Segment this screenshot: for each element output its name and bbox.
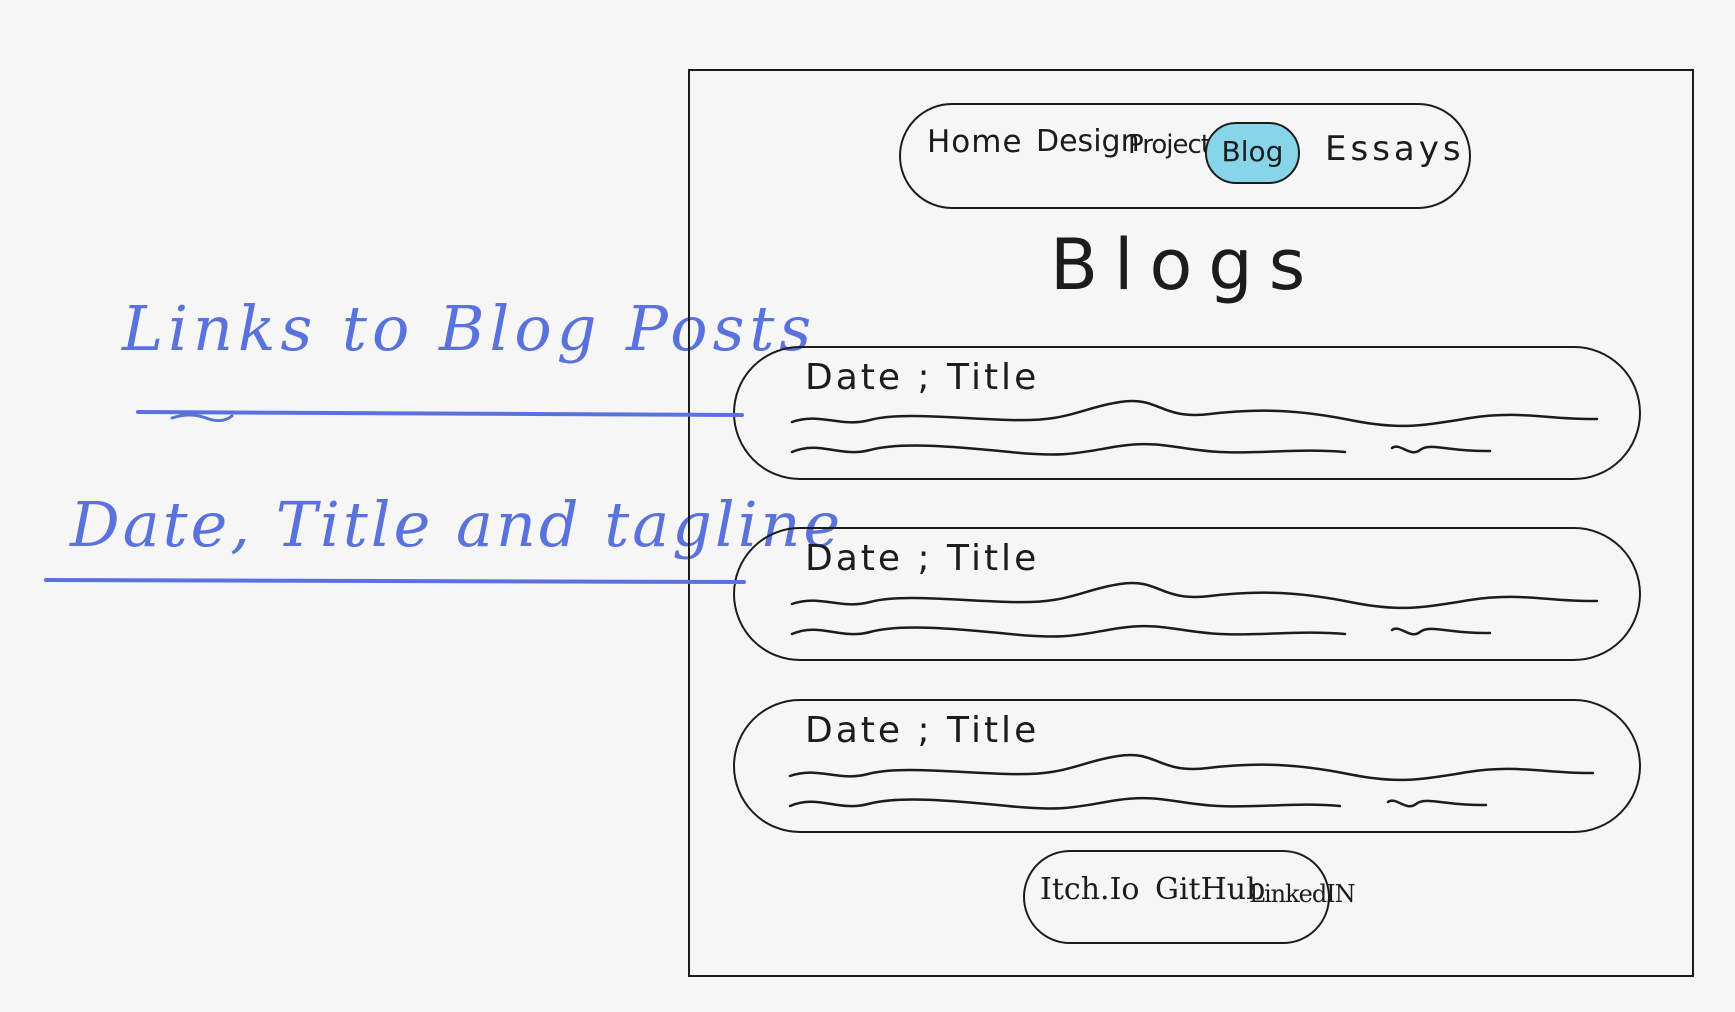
annotation-line-date-title xyxy=(44,578,746,584)
blog-post-date-title: Date ; Title xyxy=(805,710,1040,751)
nav-bar xyxy=(899,103,1471,209)
tagline-squiggle xyxy=(790,442,1347,456)
blog-post-date-title: Date ; Title xyxy=(805,357,1040,398)
blog-post-date-title: Date ; Title xyxy=(805,538,1040,579)
nav-item-home[interactable]: Home xyxy=(927,124,1023,160)
tagline-squiggle xyxy=(790,624,1347,638)
tagline-squiggle xyxy=(1386,799,1488,808)
blog-post-card[interactable]: Date ; Title xyxy=(733,527,1641,661)
tagline-squiggle xyxy=(790,399,1599,428)
tagline-squiggle xyxy=(788,796,1342,810)
tagline-squiggle xyxy=(790,581,1599,610)
footer-links-bar xyxy=(1023,850,1330,944)
blog-post-card[interactable]: Date ; Title xyxy=(733,699,1641,833)
annotation-links-to-blog-posts: Links to Blog Posts xyxy=(122,292,817,365)
annotation-line-links-underline xyxy=(170,413,234,423)
footer-link-github[interactable]: GitHub xyxy=(1155,872,1266,907)
nav-item-essays[interactable]: Essays xyxy=(1325,129,1465,169)
annotation-date-title-tagline: Date, Title and tagline xyxy=(70,488,844,561)
nav-item-blog-active[interactable]: Blog xyxy=(1205,122,1300,184)
footer-link-itchio[interactable]: Itch.Io xyxy=(1040,872,1140,907)
footer-link-linkedin[interactable]: LinkedIN xyxy=(1249,880,1356,908)
tagline-squiggle xyxy=(788,753,1595,782)
page-title: Blogs xyxy=(1050,224,1322,306)
annotation-line-links xyxy=(136,410,744,417)
page-frame xyxy=(688,69,1694,977)
tagline-squiggle xyxy=(1390,445,1492,454)
nav-item-design[interactable]: Design xyxy=(1036,124,1140,159)
tagline-squiggle xyxy=(1390,627,1492,636)
